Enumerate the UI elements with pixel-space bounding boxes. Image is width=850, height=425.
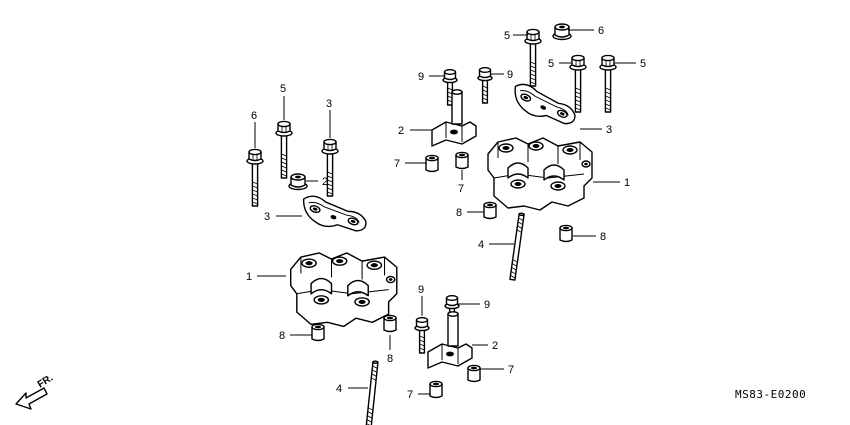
callout-5: 6 bbox=[251, 110, 257, 122]
callout-1: 1 bbox=[246, 271, 252, 283]
stud-4-lower bbox=[365, 360, 379, 425]
dowel-7-upper-a bbox=[425, 154, 439, 173]
callout-4: 4 bbox=[478, 239, 484, 251]
plate-3-upper bbox=[506, 79, 581, 133]
diagram-code: MS83-E0200 bbox=[735, 388, 806, 401]
bolt-9-upper-b bbox=[477, 66, 493, 104]
callout-9: 9 bbox=[484, 299, 490, 311]
callout-1: 1 bbox=[624, 177, 630, 189]
dowel-8-upper-b bbox=[559, 224, 573, 243]
callout-7: 7 bbox=[407, 389, 413, 401]
callout-3: 3 bbox=[606, 124, 612, 136]
callout-5: 5 bbox=[640, 58, 646, 70]
front-label: FR. bbox=[36, 373, 56, 391]
callout-9: 9 bbox=[418, 71, 424, 83]
callout-5: 5 bbox=[548, 58, 554, 70]
callout-2: 2 bbox=[492, 340, 498, 352]
nut-6-lower bbox=[288, 173, 308, 191]
bolt-5-upper-right-c bbox=[599, 54, 617, 113]
bolt-5-lower-a bbox=[275, 120, 293, 179]
dowel-8-lower-a bbox=[311, 323, 325, 342]
callout-9: 9 bbox=[507, 69, 513, 81]
callout-8: 8 bbox=[456, 207, 462, 219]
callout-8: 8 bbox=[279, 330, 285, 342]
callout-2: 2 bbox=[398, 125, 404, 137]
cam-holder-1-lower bbox=[289, 252, 398, 328]
plate-3-lower bbox=[296, 192, 371, 239]
callout-4: 4 bbox=[336, 383, 342, 395]
bolt-5-upper-right-a bbox=[524, 28, 542, 87]
callout-6: 6 bbox=[598, 25, 604, 37]
nut-6-upper-right bbox=[552, 23, 572, 41]
stud-4-upper bbox=[509, 212, 525, 281]
cam-holder-1-upper bbox=[487, 137, 593, 211]
bolt-5-lower-b bbox=[246, 148, 264, 207]
front-direction-indicator: FR. bbox=[15, 373, 56, 410]
callout-numbers: 5 6 5 5 9 9 2 3 7 7 1 8 8 4 5 6 3 2 3 1 … bbox=[246, 25, 646, 401]
callout-7: 7 bbox=[394, 158, 400, 170]
callout-9: 9 bbox=[418, 284, 424, 296]
leader-lines bbox=[254, 29, 636, 395]
dowel-7-lower-a bbox=[467, 364, 481, 383]
callout-7: 7 bbox=[508, 364, 514, 376]
callout-5: 3 bbox=[326, 98, 332, 110]
bolt-9-lower-a bbox=[414, 317, 430, 354]
callout-8: 8 bbox=[600, 231, 606, 243]
dowel-7-upper-b bbox=[455, 151, 469, 170]
callout-6: 2 bbox=[322, 176, 328, 188]
bolt-5-upper-right-b bbox=[569, 54, 587, 113]
dowel-8-lower-b bbox=[383, 314, 397, 333]
callout-5: 5 bbox=[280, 83, 286, 95]
bracket-2-upper bbox=[431, 89, 477, 147]
callout-3: 3 bbox=[264, 211, 270, 223]
callout-5: 5 bbox=[504, 30, 510, 42]
front-arrow-icon bbox=[15, 387, 48, 410]
callout-8: 8 bbox=[387, 353, 393, 365]
callout-7: 7 bbox=[458, 183, 464, 195]
bracket-2-lower bbox=[427, 311, 473, 369]
dowel-7-lower-b bbox=[429, 380, 443, 399]
dowel-8-upper-a bbox=[483, 201, 497, 220]
